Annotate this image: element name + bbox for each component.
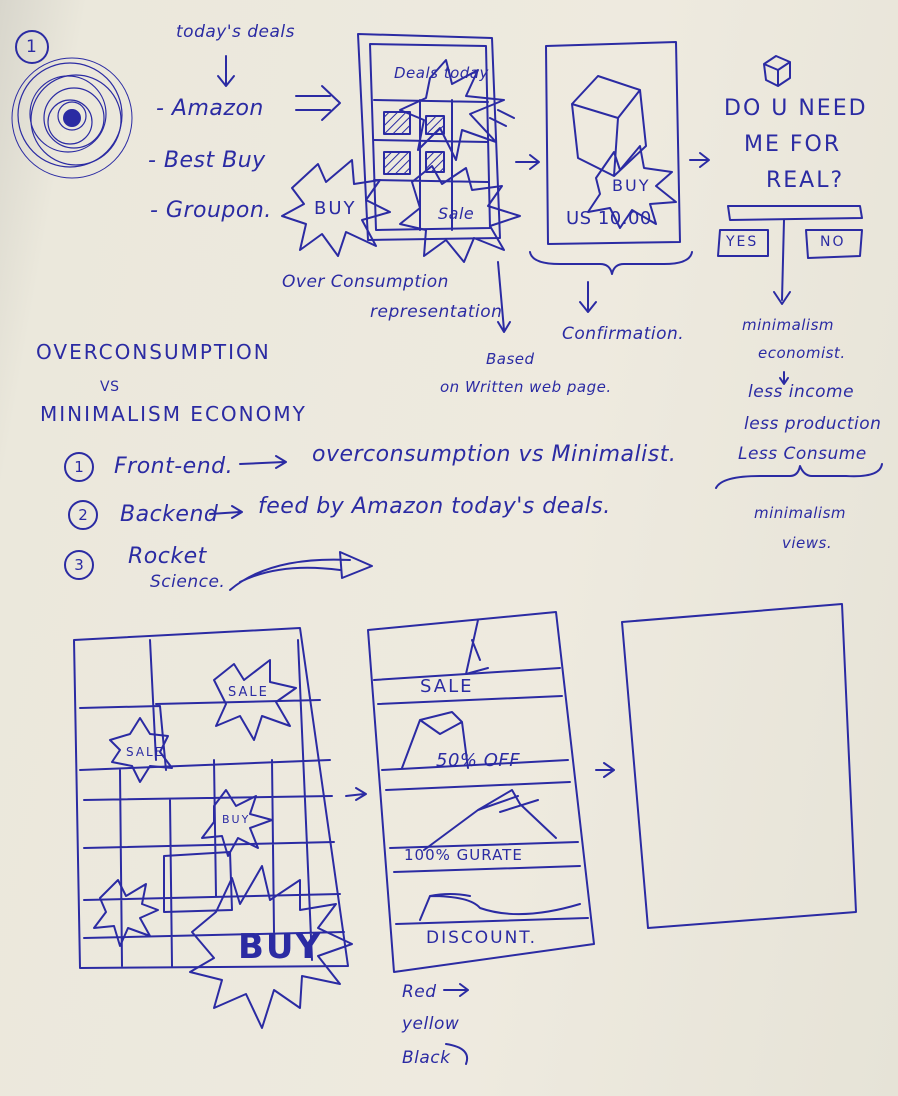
collage-sketch (73, 627, 353, 1029)
blank-screen-sketch (621, 603, 857, 929)
concept-title-3: MINIMALISM ECONOMY (40, 402, 307, 426)
rocket-arrow-icon (229, 551, 373, 591)
color-yellow: yellow (402, 1014, 460, 1034)
source-amazon: - Amazon (156, 96, 264, 121)
plan-detail-1: overconsumption vs Minimalist. (312, 442, 677, 467)
note-based-2: on Written web page. (440, 378, 612, 396)
color-black: Black (402, 1048, 451, 1068)
small-down-arrow (779, 371, 789, 385)
card-price: US 10.00 (566, 208, 652, 229)
list-row-sale: SALE (420, 676, 474, 697)
pointer-arrow (497, 261, 511, 333)
right-arrow-icon (515, 154, 540, 170)
double-arrow-icon (295, 85, 341, 121)
note-views-2: views. (782, 534, 833, 552)
deals-mockup-sketch (281, 33, 521, 263)
concept-title-1: OVERCONSUMPTION (36, 340, 271, 364)
minimalism-brace (715, 463, 883, 489)
collage-buy-big: BUY (238, 927, 323, 967)
collage-buy-small: BUY (222, 813, 251, 826)
plan-label-3: Rocket (128, 544, 207, 569)
scribble-ball (11, 57, 133, 179)
list-row-discount: DISCOUNT. (426, 928, 538, 948)
question-dialog-sketch (717, 205, 863, 305)
arrow-backend (209, 505, 243, 519)
note-minimalism-1: minimalism (742, 316, 835, 334)
plan-number-1: 1 (64, 452, 94, 482)
concept-title-2: VS (100, 379, 120, 395)
question-line-1: DO U NEED (724, 96, 868, 121)
no-button[interactable]: NO (820, 234, 846, 250)
note-confirmation: Confirmation. (562, 324, 685, 344)
note-views-1: minimalism (754, 504, 847, 522)
section-number: 1 (26, 37, 38, 57)
product-card-sketch (545, 41, 681, 245)
cube-icon (763, 55, 791, 87)
confirmation-bracket (529, 251, 693, 313)
list-row-100-gurate: 100% GURATE (404, 846, 523, 864)
color-red: Red (402, 982, 437, 1002)
yes-button[interactable]: YES (726, 234, 759, 250)
plan-number-2: 2 (68, 500, 98, 530)
card-burst-buy: BUY (612, 176, 651, 195)
arrow-frontend (239, 455, 287, 469)
plan-label-1: Front-end. (114, 454, 234, 479)
list-view-sketch (367, 611, 595, 973)
collage-sale-1: SALE (228, 685, 269, 700)
collage-sale-2: SALE (126, 745, 165, 759)
note-minimalism-2: economist. (758, 344, 846, 362)
sources-header: today's deals (176, 22, 296, 42)
note-over-consumption-1: Over Consumption (282, 272, 449, 292)
note-less-income: less income (748, 382, 855, 402)
down-arrow-icon (217, 55, 235, 87)
source-groupon: - Groupon. (150, 198, 272, 223)
right-arrow-icon-3 (345, 787, 367, 801)
plan-number-3: 3 (64, 550, 94, 580)
plan-detail-2: feed by Amazon today's deals. (258, 494, 611, 519)
plan-label-3b: Science. (150, 572, 226, 592)
note-over-consumption-2: representation (370, 302, 503, 322)
note-less-production: less production (744, 414, 882, 434)
list-row-50-off: 50% OFF (436, 750, 521, 771)
right-arrow-icon-2 (689, 152, 710, 168)
mockup-burst-buy: BUY (314, 198, 357, 219)
question-line-2: ME FOR (744, 132, 842, 157)
plan-label-2: Backend (120, 502, 219, 527)
source-bestbuy: - Best Buy (148, 148, 266, 173)
note-based-1: Based (486, 350, 535, 368)
mockup-burst-sale: Sale (438, 204, 475, 223)
note-less-consume: Less Consume (738, 444, 867, 464)
mockup-title: Deals today (394, 64, 489, 82)
color-arrows (443, 983, 469, 1065)
question-line-3: REAL? (766, 168, 845, 193)
right-arrow-icon-4 (595, 762, 615, 778)
section-number-circle (15, 30, 49, 64)
